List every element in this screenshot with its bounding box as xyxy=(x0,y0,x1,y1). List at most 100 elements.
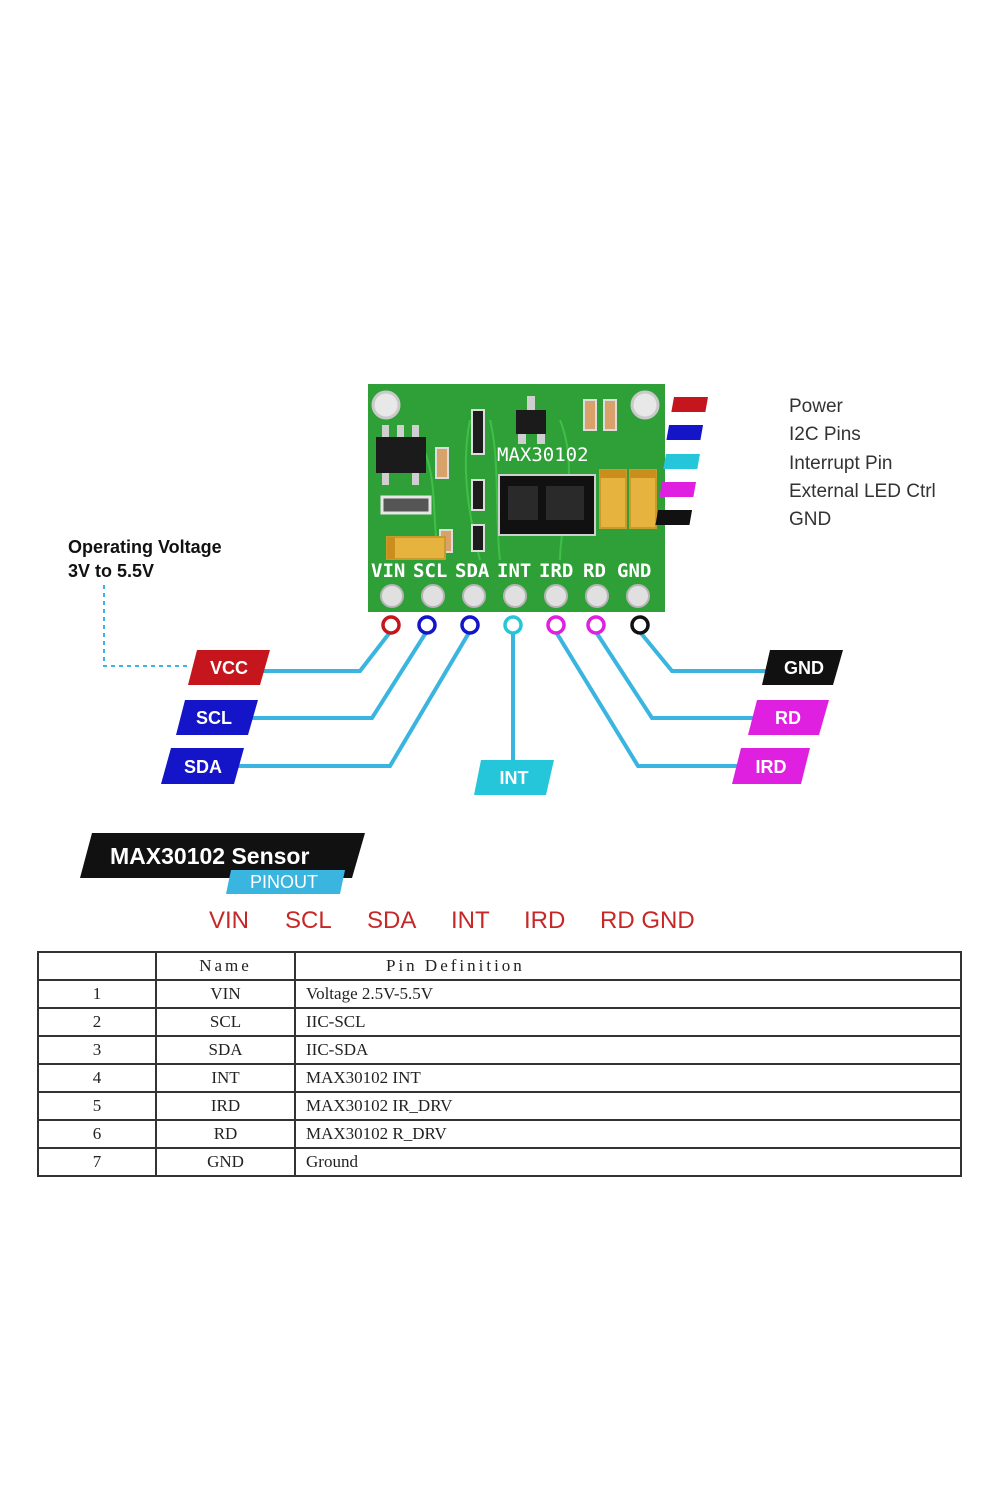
smd-passives xyxy=(380,399,617,553)
table-header-definition: Pin Definition xyxy=(294,951,962,981)
table-cell-no: 2 xyxy=(37,1007,157,1037)
table-cell-name: IRD xyxy=(155,1091,296,1121)
wire-ird xyxy=(554,630,740,768)
title-sub: PINOUT xyxy=(250,872,318,892)
pin-ring-sda xyxy=(460,615,480,635)
legend-label-gnd: GND xyxy=(789,509,831,530)
silkscreen-label-sda: SDA xyxy=(455,560,490,582)
tag-int-label: INT xyxy=(500,768,529,788)
pin-row-rd-gnd: RD GND xyxy=(600,907,695,934)
pin-row-vin: VIN xyxy=(209,907,249,934)
tag-int xyxy=(474,760,554,795)
legend-label-i2c: I2C Pins xyxy=(789,424,861,445)
tag-scl-label: SCL xyxy=(196,708,232,728)
table-header-name: Name xyxy=(155,951,296,981)
wire-vin xyxy=(262,629,393,673)
legend-label-power: Power xyxy=(789,396,844,417)
pin-wires xyxy=(236,629,770,768)
pin-row: VIN SCL SDA INT IRD RD GND xyxy=(209,907,695,934)
silkscreen-label-int: INT xyxy=(497,560,531,582)
table-cell-definition: MAX30102 R_DRV xyxy=(294,1119,962,1149)
mounting-hole xyxy=(630,390,660,420)
pin-row-int: INT xyxy=(451,907,490,934)
silkscreen-pin-labels: VIN SCL SDA INT IRD RD GND xyxy=(371,560,651,582)
mounting-hole xyxy=(371,390,401,420)
wire-scl xyxy=(250,629,429,720)
table-row: 5 IRD MAX30102 IR_DRV xyxy=(37,1091,962,1121)
silkscreen-label-gnd: GND xyxy=(617,560,651,582)
voltage-note-line1: Operating Voltage xyxy=(68,537,222,557)
table-cell-definition: Ground xyxy=(294,1147,962,1177)
table-cell-no: 6 xyxy=(37,1119,157,1149)
table-header-no xyxy=(37,951,157,981)
sensor-board: MAX30102 VIN SCL SDA INT IRD RD GND xyxy=(368,384,665,612)
legend-swatch-interrupt xyxy=(663,454,700,469)
table-cell-name: GND xyxy=(155,1147,296,1177)
tag-sda xyxy=(161,748,244,784)
table-cell-definition: IIC-SCL xyxy=(294,1007,962,1037)
table-cell-name: VIN xyxy=(155,979,296,1009)
tag-gnd-label: GND xyxy=(784,658,824,678)
table-cell-definition: MAX30102 IR_DRV xyxy=(294,1091,962,1121)
header-pads xyxy=(380,584,650,608)
subtitle-background xyxy=(226,870,345,894)
table-row: 3 SDA IIC-SDA xyxy=(37,1035,962,1065)
pin-row-scl: SCL xyxy=(285,907,332,934)
wire-sda xyxy=(236,629,472,768)
tag-gnd xyxy=(762,650,843,685)
tag-rd-label: RD xyxy=(775,708,801,728)
silkscreen-label-rd: RD xyxy=(583,560,606,582)
chip-silkscreen-label: MAX30102 xyxy=(497,444,589,466)
transistor xyxy=(516,396,546,444)
table-cell-no: 5 xyxy=(37,1091,157,1121)
wire-gnd xyxy=(638,630,770,673)
legend-label-interrupt: Interrupt Pin xyxy=(789,453,893,474)
pin-definition-table: Name Pin Definition 1 VIN Voltage 2.5V-5… xyxy=(37,951,962,1177)
title-banner: MAX30102 Sensor PINOUT xyxy=(80,833,365,894)
table-row: 2 SCL IIC-SCL xyxy=(37,1007,962,1037)
table-cell-definition: MAX30102 INT xyxy=(294,1063,962,1093)
table-cell-definition: IIC-SDA xyxy=(294,1035,962,1065)
table-cell-name: SDA xyxy=(155,1035,296,1065)
silkscreen-label-scl: SCL xyxy=(413,560,447,582)
pin-ring-ird xyxy=(546,615,566,635)
legend-swatch-power xyxy=(671,397,708,412)
table-cell-no: 3 xyxy=(37,1035,157,1065)
legend-swatch-led xyxy=(659,482,697,497)
tag-scl xyxy=(176,700,258,735)
voltage-note-leader xyxy=(103,585,190,667)
legend-swatch-i2c xyxy=(666,425,704,440)
pin-row-ird: IRD xyxy=(524,907,565,934)
pin-rings xyxy=(381,615,650,635)
table-cell-name: INT xyxy=(155,1063,296,1093)
table-row: 6 RD MAX30102 R_DRV xyxy=(37,1119,962,1149)
max30102-chip xyxy=(498,474,596,536)
color-legend: Power I2C Pins Interrupt Pin External LE… xyxy=(655,396,936,530)
table-cell-no: 4 xyxy=(37,1063,157,1093)
silkscreen-label-ird: IRD xyxy=(539,560,573,582)
title-background xyxy=(80,833,365,878)
table-row: 4 INT MAX30102 INT xyxy=(37,1063,962,1093)
pin-ring-scl xyxy=(417,615,437,635)
tag-vcc xyxy=(188,650,270,685)
tag-ird xyxy=(732,748,810,784)
table-cell-name: SCL xyxy=(155,1007,296,1037)
tag-vcc-label: VCC xyxy=(210,658,248,678)
table-header-row: Name Pin Definition xyxy=(37,951,962,981)
regulator-ic xyxy=(376,425,426,485)
pin-tags: VCC SCL SDA INT GND RD IRD xyxy=(161,650,843,795)
silkscreen-label-vin: VIN xyxy=(371,560,405,582)
legend-swatch-gnd xyxy=(655,510,693,525)
voltage-note-line2: 3V to 5.5V xyxy=(68,561,154,581)
table-row: 1 VIN Voltage 2.5V-5.5V xyxy=(37,979,962,1009)
pin-ring-int xyxy=(503,615,523,635)
pin-ring-vin xyxy=(381,615,401,635)
tag-rd xyxy=(748,700,829,735)
wire-rd xyxy=(594,630,756,720)
table-cell-name: RD xyxy=(155,1119,296,1149)
table-cell-no: 1 xyxy=(37,979,157,1009)
legend-label-led: External LED Ctrl xyxy=(789,481,936,502)
tag-sda-label: SDA xyxy=(184,757,222,777)
pin-ring-rd xyxy=(586,615,606,635)
